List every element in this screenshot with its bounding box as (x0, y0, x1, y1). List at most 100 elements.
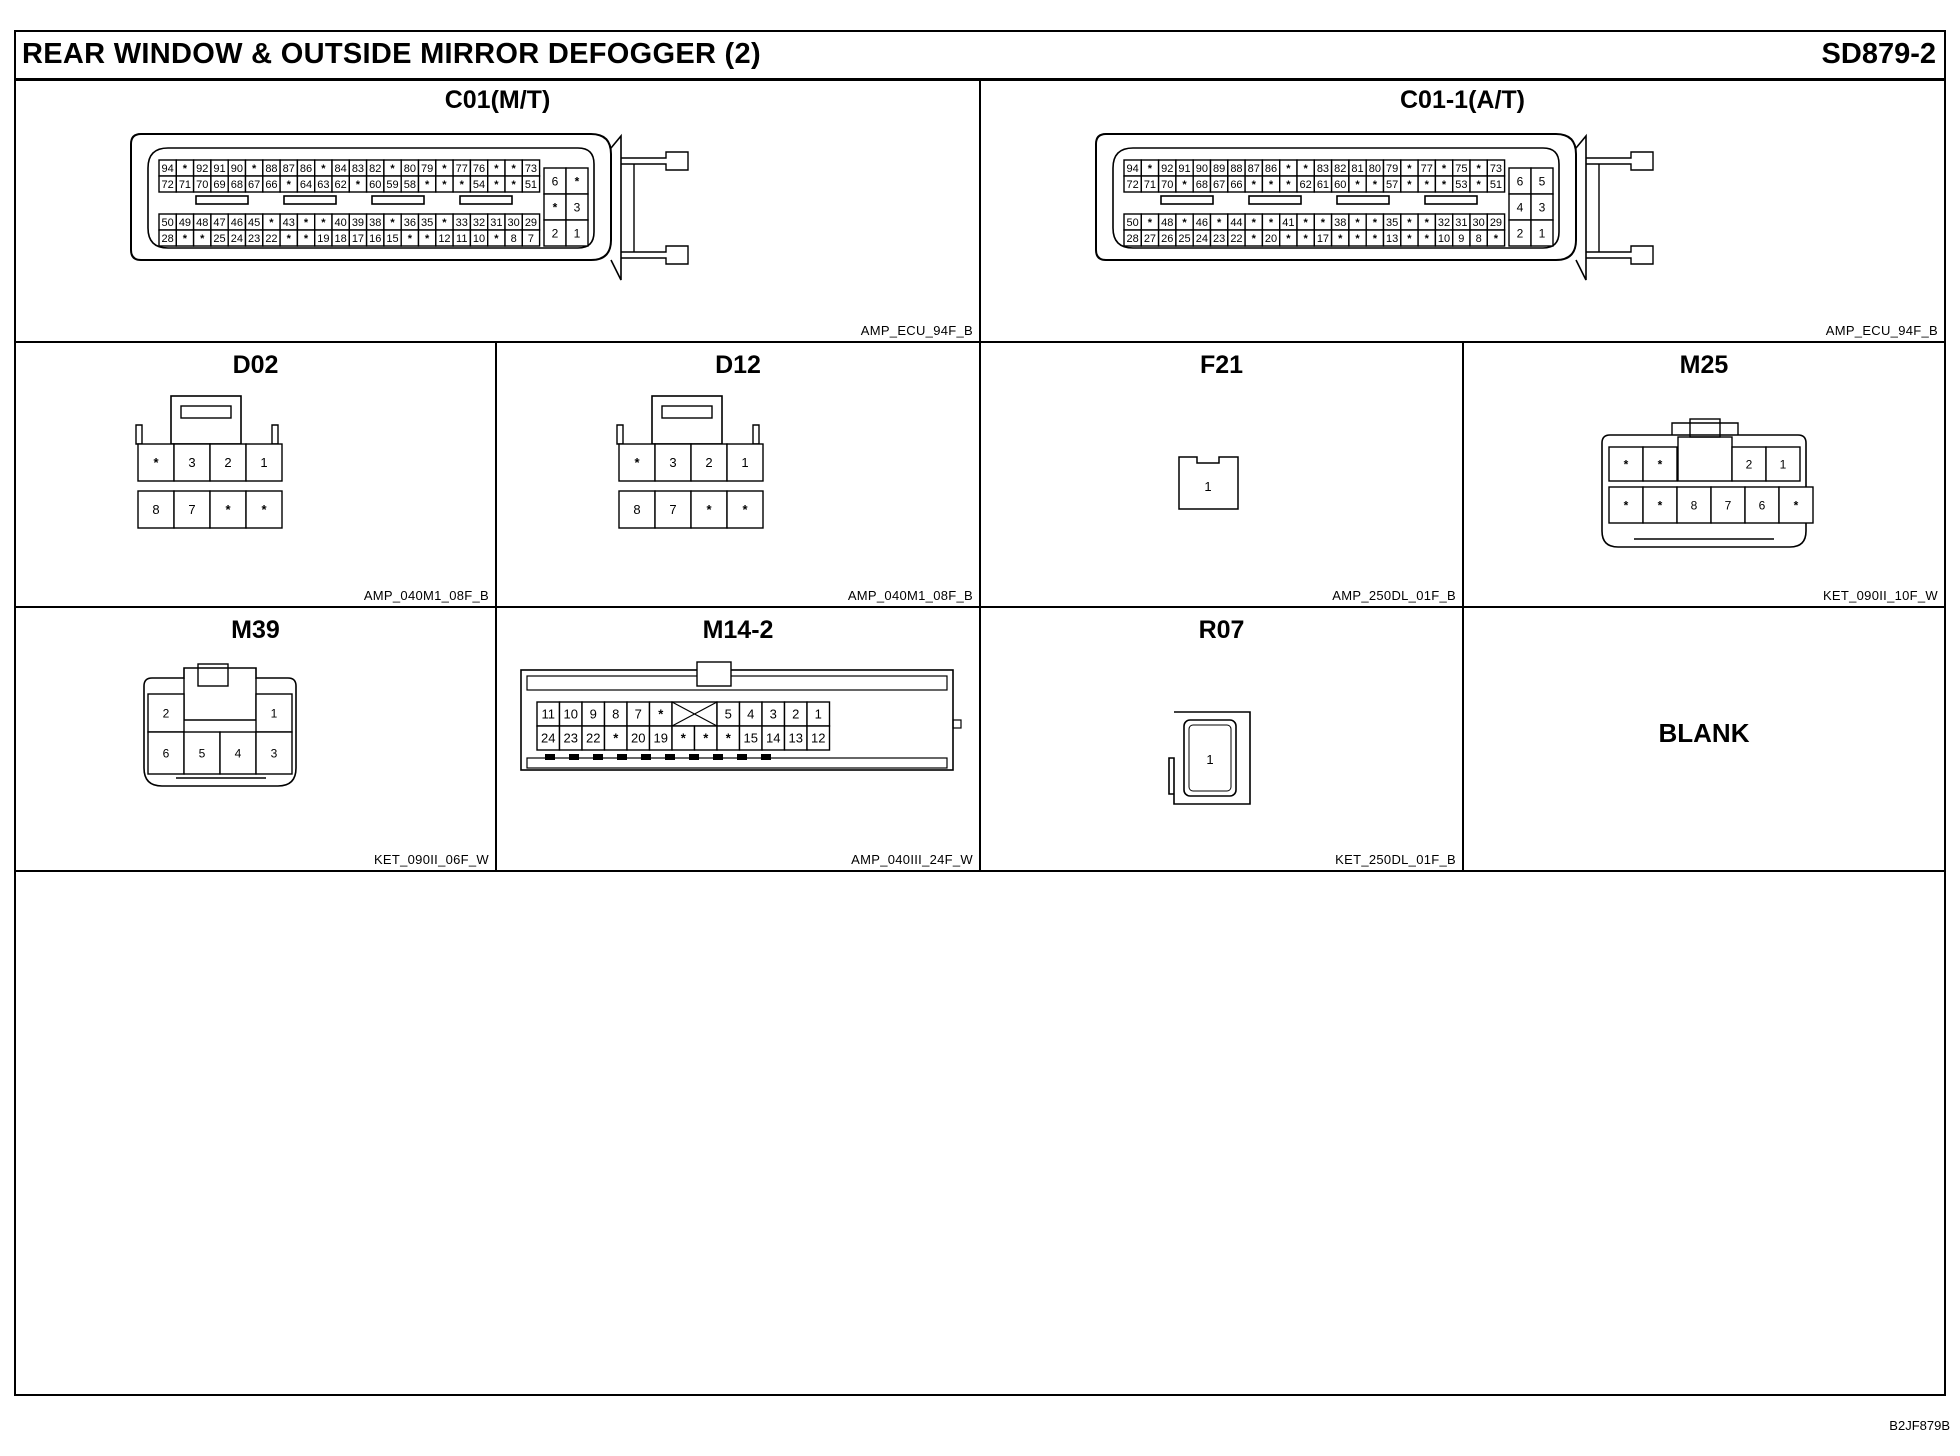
pin-label: * (1217, 217, 1222, 229)
pin-label: 8 (612, 707, 619, 722)
pin-label: 24 (231, 233, 243, 245)
pin-label: * (575, 174, 580, 188)
pin-label: 48 (196, 217, 208, 229)
pin-label: 2 (705, 455, 712, 470)
pin-label: 2 (1517, 226, 1524, 240)
pin-label: 6 (552, 174, 559, 188)
pin-label: 46 (231, 217, 243, 229)
pin-cell (137, 490, 175, 529)
ecu-latch (1586, 245, 1654, 265)
pin-label: 66 (1230, 179, 1242, 191)
pin-cell (1608, 486, 1644, 524)
pin-label: 71 (179, 179, 191, 191)
pin-label: 57 (1386, 179, 1398, 191)
pin-label: * (1407, 179, 1412, 191)
pin-label: 24 (1196, 233, 1208, 245)
pin-label: 29 (1490, 217, 1502, 229)
pin-label: * (442, 217, 447, 229)
pin-label: 4 (747, 707, 754, 722)
pin-label: 7 (669, 502, 676, 517)
connector-r07-drawing: 1 (1168, 711, 1251, 805)
pin-label: 83 (1317, 163, 1329, 175)
pin-label: 51 (1490, 179, 1502, 191)
pin-label: * (494, 233, 499, 245)
pin-cell (255, 731, 293, 775)
pin-label: * (1338, 233, 1343, 245)
pin-label: 40 (335, 217, 347, 229)
pin-label: 72 (1127, 179, 1139, 191)
key-slot (713, 754, 723, 760)
pin-label: * (183, 163, 188, 175)
ecu-key (195, 195, 249, 205)
pin-label: * (1252, 233, 1257, 245)
pin-label: 9 (1458, 233, 1464, 245)
pin-label: 87 (283, 163, 295, 175)
pin-label: * (287, 233, 292, 245)
pin-label: 10 (1438, 233, 1450, 245)
pin-label: * (1355, 217, 1360, 229)
pin-label: * (681, 731, 687, 746)
pin-label: 80 (1369, 163, 1381, 175)
connector-type-d12: AMP_040M1_08F_B (847, 588, 973, 603)
connector-label-d12: D12 (715, 351, 761, 379)
pin-label: 67 (248, 179, 260, 191)
side-tab (135, 424, 143, 445)
pin-label: * (1304, 163, 1309, 175)
connector-label-d02: D02 (232, 351, 279, 379)
pin-label: * (1373, 179, 1378, 191)
pin-label: * (1269, 179, 1274, 191)
ecu-key (1424, 195, 1478, 205)
key-slot (593, 754, 603, 760)
pin-label: * (153, 455, 159, 470)
pin-label: 88 (1230, 163, 1242, 175)
ecu-key (283, 195, 337, 205)
pin-label: 71 (1144, 179, 1156, 191)
pin-cell (654, 490, 692, 529)
pin-label: * (1407, 217, 1412, 229)
connector-label-m14-2: M14-2 (702, 616, 774, 644)
pin-label: * (1304, 217, 1309, 229)
pin-label: 46 (1196, 217, 1208, 229)
pin-cell (1530, 219, 1554, 247)
pin-label: 15 (744, 731, 758, 746)
pin-label: 86 (300, 163, 312, 175)
pin-label: 41 (1282, 217, 1294, 229)
housing (1178, 456, 1239, 510)
pin-label: * (512, 179, 517, 191)
pin-label: 58 (404, 179, 416, 191)
pin-label: * (1425, 217, 1430, 229)
pin-label: 12 (811, 731, 825, 746)
pin-label: 8 (152, 502, 159, 517)
connector-type-c01: AMP_ECU_94F_B (860, 323, 973, 338)
pin-label: 6 (1759, 498, 1766, 512)
pin-label: 2 (792, 707, 799, 722)
pin-label: 27 (1144, 233, 1156, 245)
pin-label: * (261, 502, 267, 517)
connector-type-r07: KET_250DL_01F_B (1335, 852, 1456, 867)
pin-label: * (1269, 217, 1274, 229)
pin-cell (147, 731, 185, 775)
pin-label: * (183, 233, 188, 245)
pin-label: * (553, 200, 558, 214)
pin-label: 1 (1539, 226, 1546, 240)
pin-label: 81 (1351, 163, 1363, 175)
pin-cell (690, 443, 728, 482)
connector-type-c01-1: AMP_ECU_94F_B (1825, 323, 1938, 338)
pin-label: 68 (231, 179, 243, 191)
pin-label: 18 (335, 233, 347, 245)
pin-label: * (1425, 179, 1430, 191)
pin-label: * (225, 502, 231, 517)
ecu-shell (130, 133, 612, 261)
pin-label: 30 (1473, 217, 1485, 229)
pin-label: * (494, 179, 499, 191)
pin-label: 1 (574, 226, 581, 240)
pin-label: 79 (1386, 163, 1398, 175)
connector-label-f21: F21 (1199, 351, 1244, 379)
pin-label: 7 (1725, 498, 1732, 512)
pin-label: 36 (404, 217, 416, 229)
pin-label: 33 (456, 217, 468, 229)
pin-label: 77 (456, 163, 468, 175)
